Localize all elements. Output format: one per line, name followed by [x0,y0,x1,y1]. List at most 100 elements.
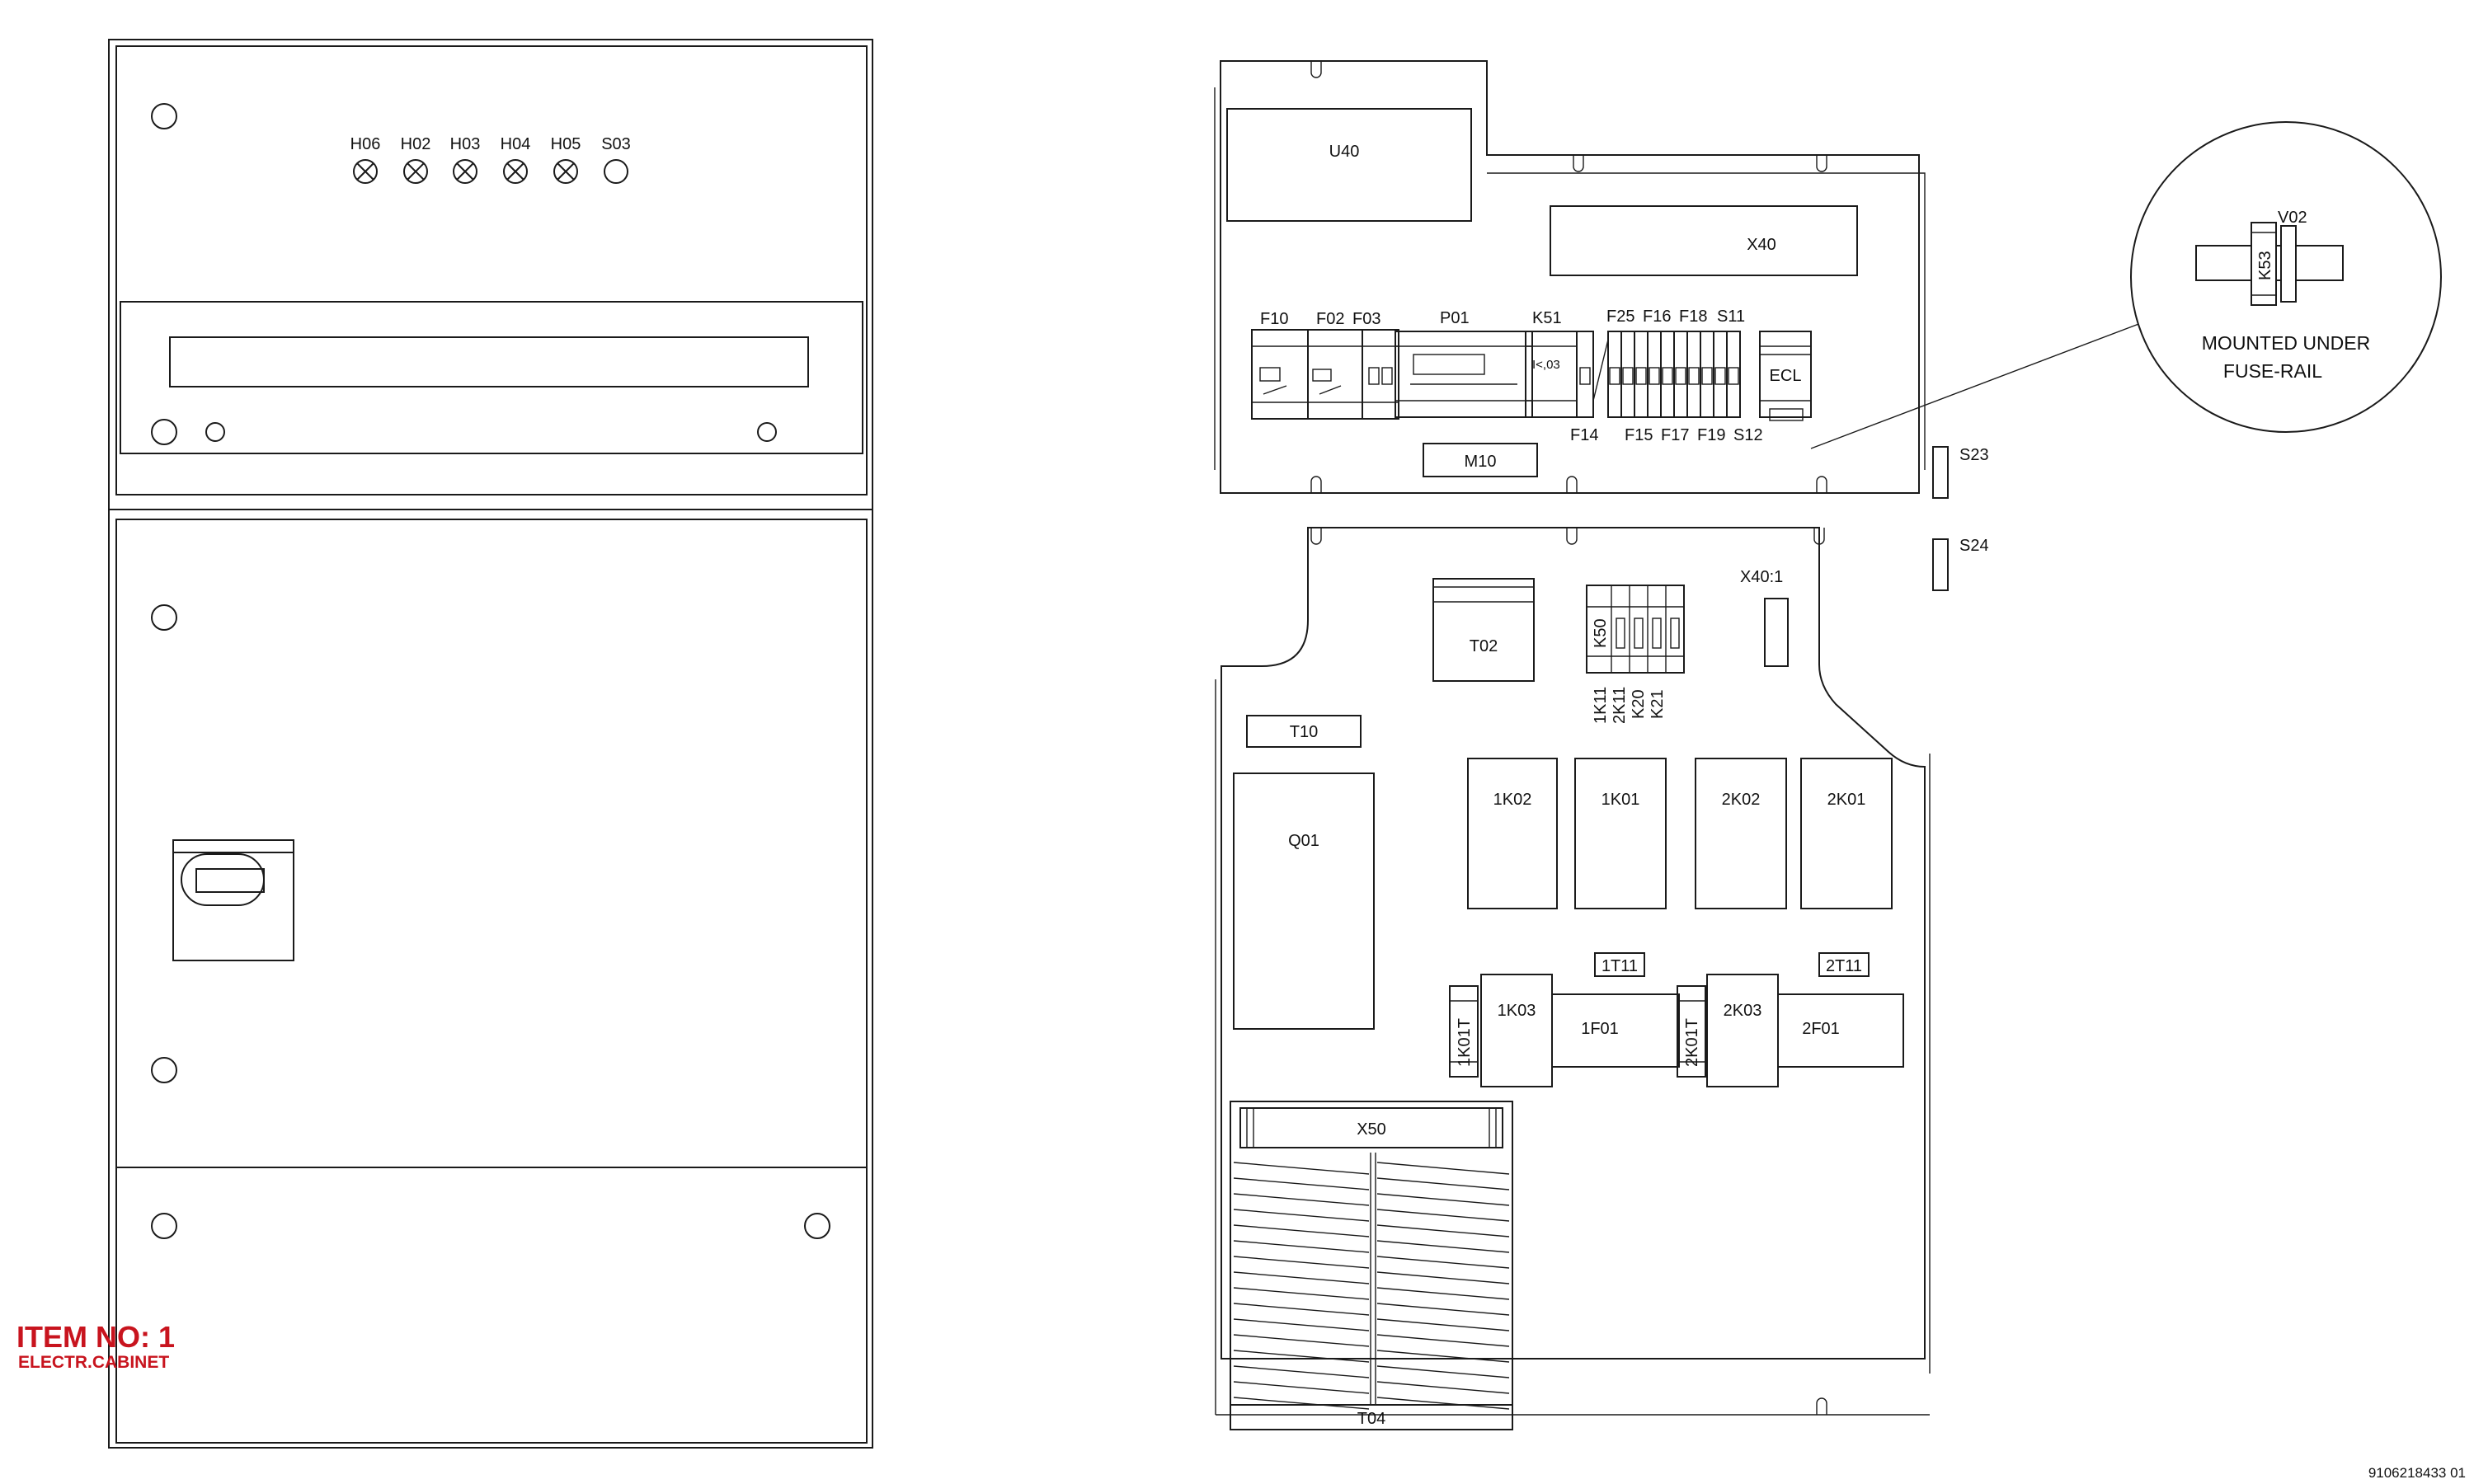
label-k51: K51 [1532,309,1562,327]
label-f16: F16 [1643,308,1671,326]
mounted-note-line1: MOUNTED UNDER [2202,332,2370,354]
drawing-number: 9106218433 01 [2368,1465,2466,1481]
label-k51-setting: I<,03 [1532,358,1560,372]
label-2k03: 2K03 [1724,1002,1762,1020]
contactor-2k03 [1706,974,1779,1087]
label-f15: F15 [1625,426,1653,444]
breaker-f02 [1307,329,1363,420]
label-f18: F18 [1679,308,1707,326]
label-k53: K53 [2256,251,2274,280]
fuse-1f01 [1551,993,1680,1068]
transformer-t04 [1230,1404,1513,1430]
label-1t11: 1T11 [1602,957,1638,975]
label-x40-1: X40:1 [1740,568,1783,586]
terminal-stripe [1376,1209,1510,1222]
p01-module [1395,331,1533,418]
terminal-stripe [1233,1193,1370,1206]
label-s12: S12 [1733,426,1763,444]
mounted-note-line2: FUSE-RAIL [2223,360,2322,382]
contactor-1k02 [1467,758,1558,909]
label-f19: F19 [1697,426,1725,444]
screw [151,1213,177,1239]
label-f02: F02 [1316,310,1344,328]
terminal-stripe [1233,1271,1370,1284]
label-s23: S23 [1959,446,1989,464]
cabinet-front-view: H06 H02 H03 H04 H05 S03 [108,39,873,1449]
terminal-stripe [1376,1271,1510,1284]
door-switch-s23 [1932,446,1949,499]
u40-module [1226,108,1472,222]
m10-module [1423,443,1538,477]
terminal-stripe [1233,1350,1370,1363]
label-t02: T02 [1470,637,1498,655]
timer-1k01t [1449,985,1479,1078]
lower-mounting-plate: T02 K50 1K11 2K11 K20 K21 X40:1 T10 Q01 … [1215,527,1931,1430]
fuse-f14 [1576,331,1594,418]
terminal-stripe [1233,1318,1370,1331]
label-1k01: 1K01 [1602,791,1640,809]
label-2f01: 2F01 [1802,1020,1840,1038]
contactor-1k01 [1574,758,1667,909]
label-f14: F14 [1570,426,1598,444]
diode-v02 [2280,225,2297,303]
transformer-t02: T02 [1432,578,1535,682]
label-1k03: 1K03 [1498,1002,1536,1020]
label-f10: F10 [1260,310,1288,328]
terminal-stripe [1376,1193,1510,1206]
label-h03: H03 [450,135,481,153]
door-switch-s24 [1932,538,1949,591]
terminal-stripe [1376,1318,1510,1331]
terminal-stripe [1233,1381,1370,1394]
label-x50: X50 [1357,1120,1386,1139]
main-switch-handle-icon [172,839,294,961]
label-1k11: 1K11 [1592,687,1610,724]
transformer-t10 [1246,715,1362,748]
terminal-stripe [1376,1365,1510,1378]
screw [804,1213,830,1239]
label-m10: M10 [1465,453,1497,471]
label-k21: K21 [1649,689,1667,719]
tag-2t11 [1818,952,1870,977]
terminal-stripe [1376,1381,1510,1394]
item-number: ITEM NO: 1 [16,1320,175,1354]
main-switch-q01 [1233,773,1375,1030]
indicator-lamps: H06 H02 H03 H04 H05 S03 [350,135,631,184]
timer-2k01t [1677,985,1706,1078]
terminal-block-x50: X50 [1230,1101,1513,1430]
terminal-stripe [1233,1256,1370,1269]
display-panel [120,301,863,454]
label-2t11: 2T11 [1826,957,1862,975]
terminal-stripe [1376,1303,1510,1316]
din-rail: I<,03 ECL F10 F02 F [1251,308,1812,444]
detail-callout: K53 V02 MOUNTED UNDER FUSE-RAIL [1810,121,2442,449]
terminal-stripe [1376,1240,1510,1253]
lamp-h04-icon [503,159,528,184]
label-v02: V02 [2278,209,2307,227]
label-q01: Q01 [1288,832,1319,850]
upper-mounting-plate: U40 X40 I<,03 [1214,60,1926,494]
terminal-stripe [1233,1365,1370,1378]
item-name: ELECTR.CABINET [18,1353,169,1372]
ecl-module [1759,331,1812,418]
terminal-stripe [1376,1287,1510,1300]
lamp-h06-icon [353,159,378,184]
terminal-stripe [1376,1350,1510,1363]
lamp-h05-icon [553,159,578,184]
lamp-h02-icon [403,159,428,184]
label-1f01: 1F01 [1581,1020,1619,1038]
terminal-stripe [1233,1209,1370,1222]
terminal-x40-1 [1764,598,1789,667]
button [757,422,777,442]
terminal-stripe [1233,1224,1370,1237]
label-s24: S24 [1959,537,1989,555]
terminal-stripe [1233,1397,1370,1410]
x40-terminal [1550,205,1858,276]
switch-s03-icon [604,159,628,184]
label-t10: T10 [1290,723,1318,741]
terminal-stripe [1233,1287,1370,1300]
label-2k01: 2K01 [1827,791,1866,809]
button [205,422,225,442]
label-h06: H06 [350,135,381,153]
contactor-2k02 [1695,758,1787,909]
